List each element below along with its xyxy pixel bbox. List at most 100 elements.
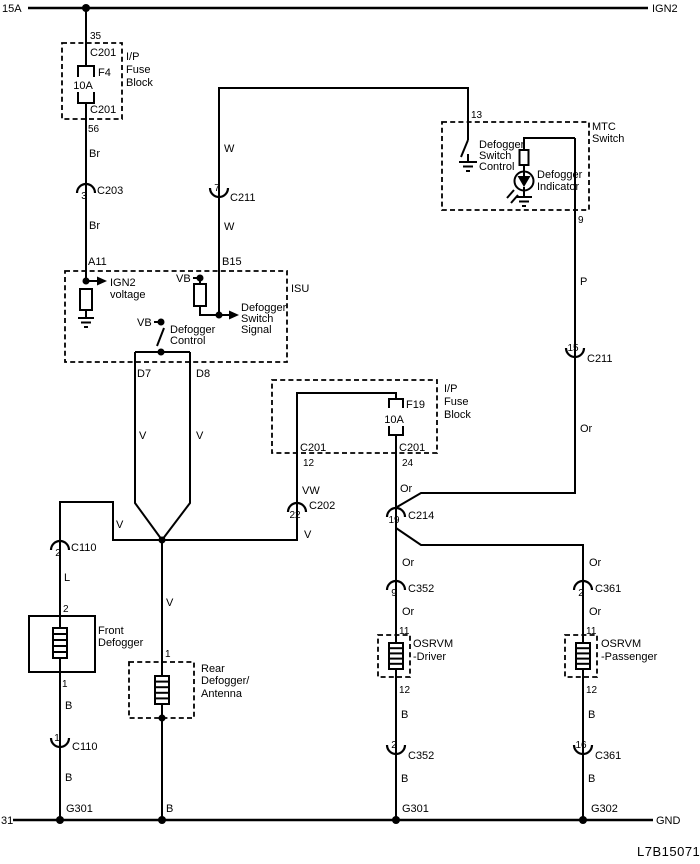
c202-branch: VW 22 C202 V xyxy=(162,453,335,541)
connector-pin: 2 xyxy=(391,740,397,751)
switch-blade-icon xyxy=(156,327,165,347)
junction-dot xyxy=(157,318,165,326)
connector-pin: 9 xyxy=(391,588,397,599)
component-name-line: Rear xyxy=(201,663,225,675)
connector-pin: 7 xyxy=(214,183,220,194)
switch-blade-icon xyxy=(460,139,469,158)
connector-ref: C201 xyxy=(300,442,326,454)
element-body xyxy=(575,642,591,670)
wire-color-label: Or xyxy=(589,606,602,618)
vb-label: VB xyxy=(176,273,191,285)
osrvm-driver-column: 9 C352 Or 11 OSRVM -Driver 12 B 2 C352 B xyxy=(377,579,453,820)
rail-circuit-label: IGN2 xyxy=(652,3,678,15)
wire-color-label: Br xyxy=(89,148,100,160)
pin-number: 2 xyxy=(63,604,69,615)
block-name-line: Block xyxy=(444,409,471,421)
fuse-rating: 10A xyxy=(384,414,404,426)
connector-name: C202 xyxy=(309,500,335,512)
wire-d8 xyxy=(161,352,191,541)
signal-label-line: Defogger xyxy=(479,139,525,151)
component-name-line: Front xyxy=(98,625,124,637)
connector-pin: 1 xyxy=(54,733,60,744)
fuse-id: F19 xyxy=(406,399,425,411)
component-name-line: Defogger xyxy=(98,637,144,649)
led-triangle xyxy=(517,176,531,187)
wire-color-label: V xyxy=(139,430,147,442)
component-name-line: OSRVM xyxy=(601,638,641,650)
led-light-ray xyxy=(510,194,519,204)
connector-name: C214 xyxy=(408,510,434,522)
rear-defogger-column: V 1 Rear Defogger/ Antenna B xyxy=(128,540,250,820)
wire-led-feed xyxy=(523,137,575,150)
pin-number: 1 xyxy=(165,649,171,660)
w-branch: W 7 C211 W B15 xyxy=(208,87,469,315)
mtc-output-wire: P 15 C211 Or xyxy=(396,138,612,508)
ip-fuse-block-1: 35 C201 F4 10A C201 56 I/P Fuse Block xyxy=(61,8,153,281)
connector-ref: C201 xyxy=(399,442,425,454)
rail-fuse-rating-label: 15A xyxy=(2,3,22,15)
defogger-feed-wires: V V xyxy=(134,352,204,544)
connector-name: C110 xyxy=(71,542,96,554)
wire-color-label: W xyxy=(224,221,235,233)
inline-connector-icon xyxy=(572,744,594,756)
signal-label-line: Indicator xyxy=(537,181,580,193)
wire-color-label: B xyxy=(166,803,173,815)
pin-number: 11 xyxy=(399,626,410,637)
inline-connector-icon xyxy=(385,579,407,591)
wire-color-label: B xyxy=(401,773,408,785)
isu-pin-label: B15 xyxy=(222,256,242,268)
connector-pin: 16 xyxy=(575,740,587,751)
isu-outline xyxy=(64,270,288,363)
wire-color-label: W xyxy=(224,143,235,155)
osrvm-passenger-outline xyxy=(564,634,598,678)
pin-number: 12 xyxy=(303,458,315,469)
signal-arrow-icon xyxy=(97,276,107,286)
rail-circuit-label: 31 xyxy=(1,815,13,827)
wire-color-label: B xyxy=(401,709,408,721)
rear-defogger-outline xyxy=(128,661,195,719)
block-name-line: I/P xyxy=(444,383,457,395)
component-name-line: Defogger/ xyxy=(201,675,250,687)
connector-ref: C201 xyxy=(90,47,116,59)
pin-number: 35 xyxy=(90,31,102,42)
wire-color-label: Or xyxy=(402,606,415,618)
wire-internal xyxy=(296,392,397,453)
front-defogger-outline xyxy=(28,615,96,673)
pin-number: 12 xyxy=(586,685,598,696)
pin-number: 56 xyxy=(88,124,100,135)
inline-connector-icon xyxy=(49,737,71,749)
pin-number: 11 xyxy=(586,626,597,637)
wire-color-label: B xyxy=(65,700,72,712)
inline-connector-icon xyxy=(572,579,594,591)
pin-number: 9 xyxy=(578,215,584,226)
resistor-icon xyxy=(193,283,207,307)
component-name-line: -Driver xyxy=(413,651,446,663)
connector-name: C352 xyxy=(408,583,434,595)
heater-element-icon xyxy=(52,627,68,659)
connector-name: C361 xyxy=(595,583,621,595)
pin-number: 13 xyxy=(471,110,483,121)
wire-v-l xyxy=(59,501,162,628)
front-defogger-column: V 2 C110 L 2 Front Defogger 1 B 1 C110 B xyxy=(28,501,162,820)
inline-connector-icon xyxy=(286,501,308,513)
module-name-line: MTC xyxy=(592,121,616,133)
resistor-icon xyxy=(79,288,93,311)
signal-label-line: Defogger xyxy=(241,302,287,314)
signal-label-line: IGN2 xyxy=(110,277,136,289)
connector-pin: 19 xyxy=(388,515,400,526)
wire-color-label: Or xyxy=(402,557,415,569)
fuse-block-outline xyxy=(271,379,438,454)
wire-w-b15-to-mtc xyxy=(218,87,469,315)
c214-distribution: Or 19 C214 Or Or xyxy=(385,453,602,643)
vb-label: VB xyxy=(137,317,152,329)
isu-pin-label: D7 xyxy=(137,368,151,380)
connector-name: C352 xyxy=(408,750,434,762)
component-name-line: -Passenger xyxy=(601,651,658,663)
element-body xyxy=(154,675,170,705)
element-body xyxy=(388,642,404,670)
wire-color-label: V xyxy=(196,430,204,442)
wire-color-label: VW xyxy=(302,485,320,497)
signal-label-line: Switch xyxy=(241,313,273,325)
isu-module: ISU IGN2 voltage VB Defogger Switch Sign… xyxy=(64,270,309,380)
